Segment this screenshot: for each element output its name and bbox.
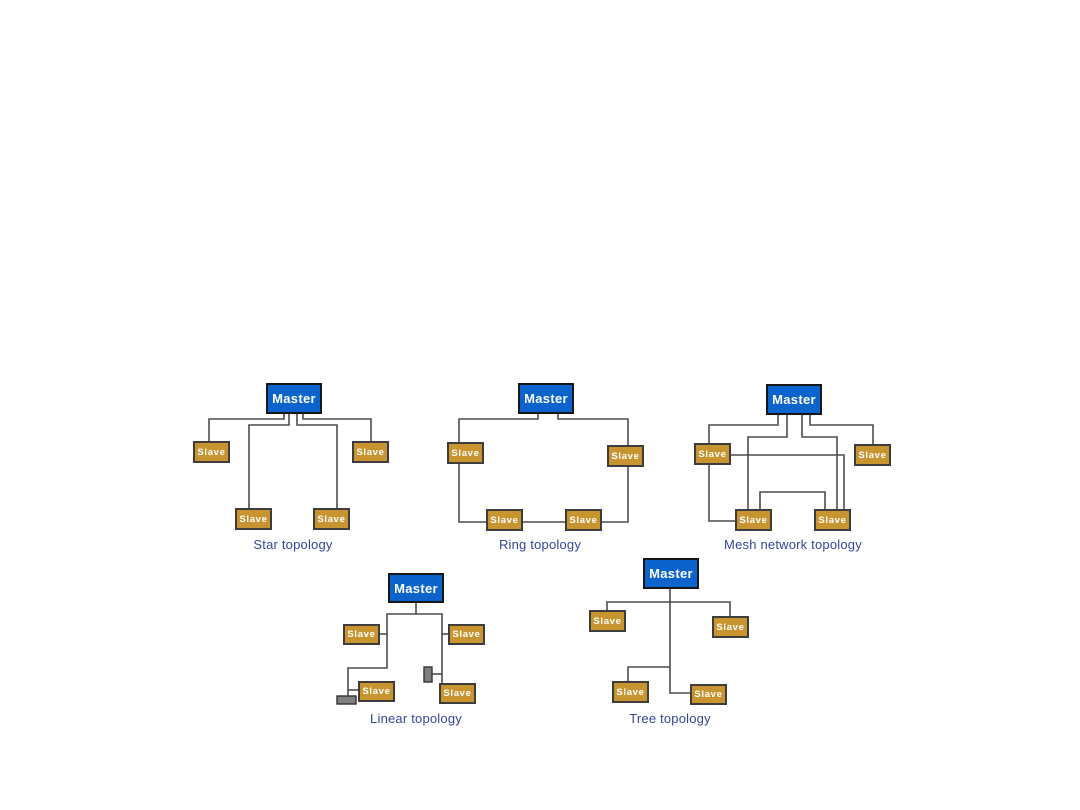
ring-topology-caption: Ring topology [498,537,582,552]
bus-terminator-right [423,666,433,683]
tree-slave-node-bottom-right: Slave [690,684,727,705]
mesh-master-node: Master [766,384,822,415]
mesh-slave-node-left: Slave [694,443,731,465]
linear-master-node: Master [388,573,444,603]
mesh-connectors [708,415,874,522]
mesh-slave-node-bottom-right: Slave [814,509,851,531]
star-connectors [208,414,372,509]
tree-slave-node-bottom-left: Slave [612,681,649,703]
linear-slave-node-lower-right: Slave [439,683,476,704]
ring-slave-node-right: Slave [607,445,644,467]
star-slave-node-left: Slave [193,441,230,463]
star-slave-node-right: Slave [352,441,389,463]
tree-slave-node-right: Slave [712,616,749,638]
tree-topology-caption: Tree topology [629,711,711,726]
bus-terminator-left [336,695,357,705]
linear-slave-node-upper-right: Slave [448,624,485,645]
mesh-topology-caption: Mesh network topology [724,537,862,552]
star-slave-node-bottom-left: Slave [235,508,272,530]
linear-slave-node-lower-left: Slave [358,681,395,702]
ring-slave-node-left: Slave [447,442,484,464]
mesh-slave-node-bottom-left: Slave [735,509,772,531]
linear-slave-node-upper-left: Slave [343,624,380,645]
tree-master-node: Master [643,558,699,589]
ring-master-node: Master [518,383,574,414]
linear-topology-caption: Linear topology [370,711,462,726]
star-slave-node-bottom-right: Slave [313,508,350,530]
ring-slave-node-bottom-left: Slave [486,509,523,531]
tree-slave-node-left: Slave [589,610,626,632]
ring-connectors [458,414,629,523]
ring-slave-node-bottom-right: Slave [565,509,602,531]
tree-connectors [606,588,731,694]
mesh-slave-node-right: Slave [854,444,891,466]
star-topology-caption: Star topology [253,537,333,552]
linear-connectors [336,602,448,705]
star-master-node: Master [266,383,322,414]
